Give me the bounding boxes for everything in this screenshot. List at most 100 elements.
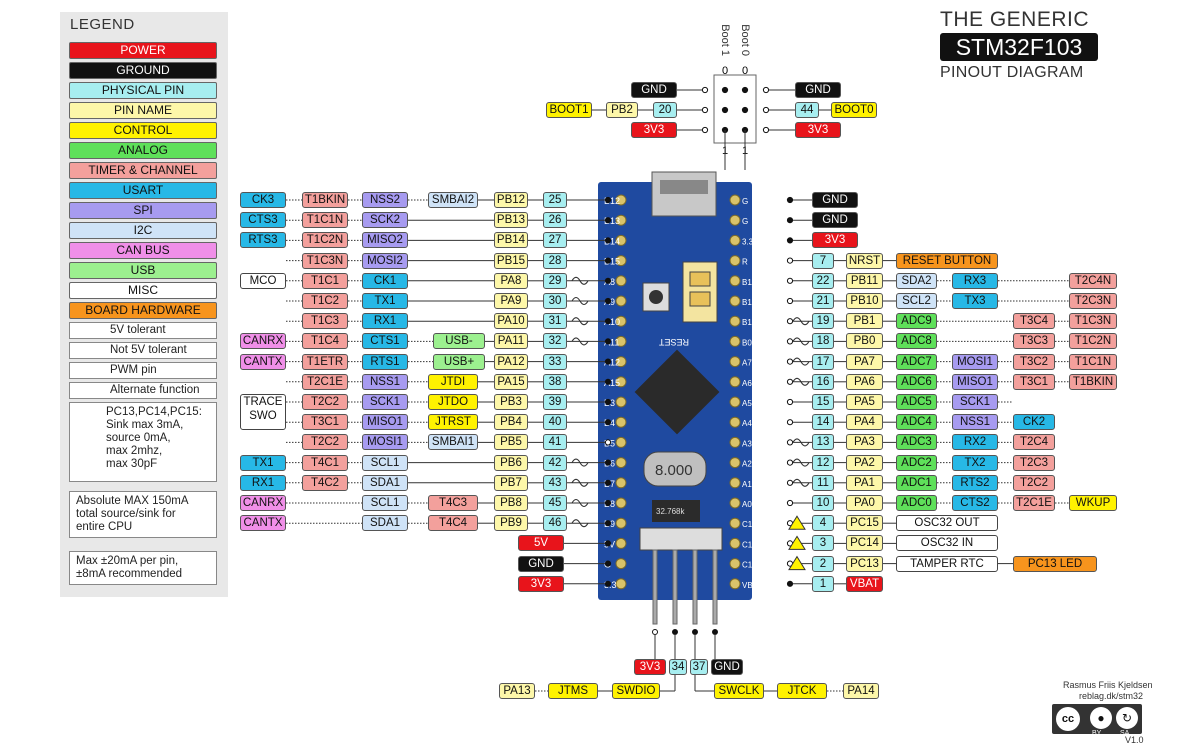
left-pin-46-tag: SDA1 bbox=[362, 515, 408, 532]
legend-item-spi: SPI bbox=[69, 202, 217, 219]
filled-dot-icon bbox=[604, 580, 612, 587]
left-pin-28-tag: MOSI2 bbox=[362, 252, 408, 269]
left-pin-28-name: PB15 bbox=[494, 252, 528, 269]
title-line1: THE GENERIC bbox=[940, 8, 1090, 31]
right-pin-21-5-tag: T2C3N bbox=[1069, 293, 1117, 309]
right-pin-11-14-tag: ADC1 bbox=[896, 474, 937, 491]
left-pin-30-number: 30 bbox=[543, 293, 567, 309]
pin-dot bbox=[786, 479, 794, 486]
header-hole bbox=[615, 416, 627, 428]
right-pin-2-18-name: PC13 bbox=[846, 555, 883, 572]
header-hole bbox=[729, 416, 741, 428]
swd-pin bbox=[652, 549, 658, 625]
legend-item-board-hardware: BOARD HARDWARE bbox=[69, 302, 217, 319]
left-pin-gnd: GND bbox=[518, 555, 564, 572]
right-pin-14-11-tag: ADC4 bbox=[896, 414, 937, 431]
header-hole bbox=[615, 477, 627, 489]
header-hole bbox=[615, 295, 627, 307]
right-pin-17-8-name: PA7 bbox=[846, 353, 883, 370]
right-pin-19-6-tag: ADC9 bbox=[896, 313, 937, 330]
header-hole bbox=[729, 477, 741, 489]
boot-pin bbox=[721, 86, 729, 94]
swd-pin-dot bbox=[692, 629, 698, 635]
reset-button bbox=[642, 282, 670, 312]
left-pin-25-name: PB12 bbox=[494, 192, 528, 208]
right-pin-10-15-name: PA0 bbox=[846, 495, 883, 511]
mcu-chip bbox=[634, 349, 720, 435]
legend-title: LEGEND bbox=[70, 16, 135, 33]
right-pin-7-3-number: 7 bbox=[812, 252, 834, 269]
left-pin-30-name: PA9 bbox=[494, 293, 528, 309]
legend-warning-line: Sink max 3mA, bbox=[106, 419, 184, 431]
rtc-crystal bbox=[652, 500, 700, 522]
swd-pin bbox=[692, 549, 698, 625]
header-hole bbox=[729, 558, 741, 570]
legend-item-usb: USB bbox=[69, 262, 217, 279]
pin-dot bbox=[786, 297, 794, 305]
right-pin-15-10-name: PA5 bbox=[846, 394, 883, 410]
swo-label: SWO bbox=[249, 410, 277, 422]
right-pin-22-4-tag: RX3 bbox=[952, 272, 998, 289]
right-pin-1-19-name: VBAT bbox=[846, 575, 883, 592]
right-pin-11-14-name: PA1 bbox=[846, 474, 883, 491]
right-pin-16-9-number: 16 bbox=[812, 373, 834, 390]
warning-icon bbox=[788, 555, 806, 571]
left-pin-39-tag: SCK1 bbox=[362, 394, 408, 410]
pin-dot bbox=[786, 277, 794, 284]
right-pin-22-4-tag: SDA2 bbox=[896, 272, 937, 289]
pin-dot bbox=[786, 378, 794, 385]
silkscreen-right-label: B0 bbox=[742, 338, 752, 347]
boot-left-gnd: GND bbox=[631, 82, 677, 98]
legend-symbol-label: Alternate function bbox=[110, 384, 200, 396]
legend-warning-line: max 30pF bbox=[106, 458, 158, 470]
header-hole bbox=[615, 517, 627, 529]
title-line3: PINOUT DIAGRAM bbox=[940, 64, 1084, 81]
left-pin-46-name: PB9 bbox=[494, 515, 528, 532]
right-pin-21-5-tag: SCL2 bbox=[896, 293, 937, 309]
left-pin-29-tag: MCO bbox=[240, 272, 286, 289]
pwm-wave-icon bbox=[571, 519, 589, 528]
left-pin-38-tag: NSS1 bbox=[362, 373, 408, 390]
right-pin-10-15-tag: CTS2 bbox=[952, 495, 998, 511]
pin-dot bbox=[786, 419, 794, 426]
credit-version: V1.0 bbox=[1125, 735, 1144, 745]
right-pin-11-14-tag: RTS2 bbox=[952, 474, 998, 491]
usb-port-icon bbox=[660, 180, 708, 194]
left-pin-42-number: 42 bbox=[543, 454, 567, 471]
left-pin-29-tag: CK1 bbox=[362, 272, 408, 289]
left-pin-38-number: 38 bbox=[543, 373, 567, 390]
left-pin-26-tag: SCK2 bbox=[362, 212, 408, 229]
left-pin-42-tag: TX1 bbox=[240, 454, 286, 471]
right-pin-22-4-name: PB11 bbox=[846, 272, 883, 289]
right-pin-10-15-tag: WKUP bbox=[1069, 495, 1117, 511]
cc-license-badge[interactable]: cc ● ↻ bbox=[1052, 704, 1142, 734]
header-hole bbox=[615, 234, 627, 246]
header-hole bbox=[729, 517, 741, 529]
rtc-crystal-label: 32.768k bbox=[656, 507, 685, 516]
silkscreen-right-label: A0 bbox=[742, 500, 752, 509]
five-volt-tolerant-dot bbox=[604, 257, 612, 264]
silkscreen-left-label: B13 bbox=[604, 216, 620, 226]
right-pin-11-14-tag: T2C2 bbox=[1013, 474, 1055, 491]
right-pin-13-12-tag: T2C4 bbox=[1013, 434, 1055, 451]
right-pin-18-7-tag: ADC8 bbox=[896, 333, 937, 350]
silkscreen-left-label: A12 bbox=[604, 358, 620, 368]
right-pin-18-7-name: PB0 bbox=[846, 333, 883, 350]
boot-zero-label: 0 bbox=[722, 65, 728, 77]
pin-dot bbox=[786, 338, 794, 345]
swd-pin-dot bbox=[712, 629, 718, 635]
left-pin-31-number: 31 bbox=[543, 313, 567, 330]
header-hole bbox=[729, 335, 741, 347]
silkscreen-right-label: VB bbox=[742, 581, 753, 590]
header-hole bbox=[729, 356, 741, 368]
pin-dot bbox=[786, 358, 794, 365]
legend-warning: PC13,PC14,PC15:Sink max 3mA,source 0mA,m… bbox=[69, 402, 217, 482]
silkscreen-right-label: A2 bbox=[742, 460, 752, 469]
legend-item-ground: GROUND bbox=[69, 62, 217, 79]
left-pin-30-tag: TX1 bbox=[362, 293, 408, 309]
boot-pin bbox=[741, 86, 749, 94]
pin-dot bbox=[786, 257, 794, 264]
right-pin-15-10-tag: ADC5 bbox=[896, 394, 937, 410]
